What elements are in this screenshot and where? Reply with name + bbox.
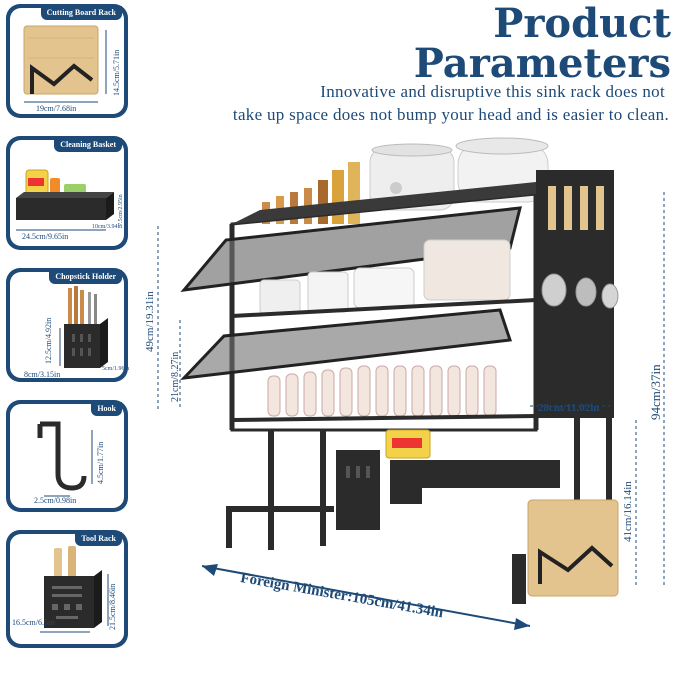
dimension-depth: 28cm/11.02in <box>538 402 600 414</box>
card-dim-height: 4.5cm/1.77in <box>96 441 105 484</box>
card-dim-height: 21.5cm/8.46in <box>108 583 117 630</box>
card-label: Tool Rack <box>75 532 122 546</box>
card-dim-height: 12.5cm/4.92in <box>44 317 53 364</box>
hook-illustration <box>37 421 93 497</box>
dimension-leg-height: 41cm/16.14in <box>622 481 634 542</box>
card-dim-height: 7.5cm/2.95in <box>118 194 124 226</box>
card-dim-height: 14.5cm/5.71in <box>112 49 121 96</box>
page-title-line2: Parameters <box>413 40 671 87</box>
accessory-card-cutting-board-rack: Cutting Board Rack 19cm/7.68in 14.5cm/5.… <box>6 4 128 118</box>
accessory-card-hook: Hook 2.5cm/0.98in 4.5cm/1.77in <box>6 400 128 512</box>
dimension-total-height: 94cm/37in <box>648 364 663 420</box>
accessory-card-cleaning-basket: Cleaning Basket 24.5cm/9.65in 10cm/3.94i… <box>6 136 128 250</box>
subtitle-line2: take up space does not bump your head an… <box>232 105 669 124</box>
tool-rack-illustration <box>40 546 109 633</box>
main-product-illustration: 49cm/19.31in 21cm/8.27in 28cm/11.02in 94… <box>140 130 679 678</box>
dimension-lower-shelf: 21cm/8.27in <box>170 351 181 402</box>
dimension-upper-height: 49cm/19.31in <box>144 291 156 352</box>
card-label: Hook <box>91 402 122 416</box>
card-dim-width: 8cm/3.15in <box>24 370 61 379</box>
card-label: Chopstick Holder <box>49 270 122 284</box>
accessory-card-chopstick-holder: Chopstick Holder 8cm/3.15in 5cm/1.96in 1… <box>6 268 130 382</box>
chopstick-holder-illustration <box>59 286 108 368</box>
card-dim-width: 19cm/7.68in <box>36 104 77 113</box>
card-dim-width: 2.5cm/0.98in <box>34 496 77 505</box>
page-title-line1: Product <box>493 0 671 47</box>
card-label: Cutting Board Rack <box>40 6 122 20</box>
cleaning-basket-illustration <box>16 169 114 231</box>
card-label: Cleaning Basket <box>54 138 122 152</box>
cutting-board-rack-illustration <box>23 25 107 103</box>
card-dim-depth: 10cm/3.94in <box>92 224 123 230</box>
sink-rack-drawing <box>157 137 665 630</box>
accessory-card-tool-rack: Tool Rack 16.5cm/6.5in 21.5cm/8.46in <box>6 530 128 648</box>
card-dim-width: 16.5cm/6.5in <box>12 618 55 627</box>
subtitle-line1: Innovative and disruptive this sink rack… <box>320 82 665 101</box>
card-dim-width: 24.5cm/9.65in <box>22 232 69 241</box>
card-dim-depth: 5cm/1.96in <box>102 366 130 372</box>
